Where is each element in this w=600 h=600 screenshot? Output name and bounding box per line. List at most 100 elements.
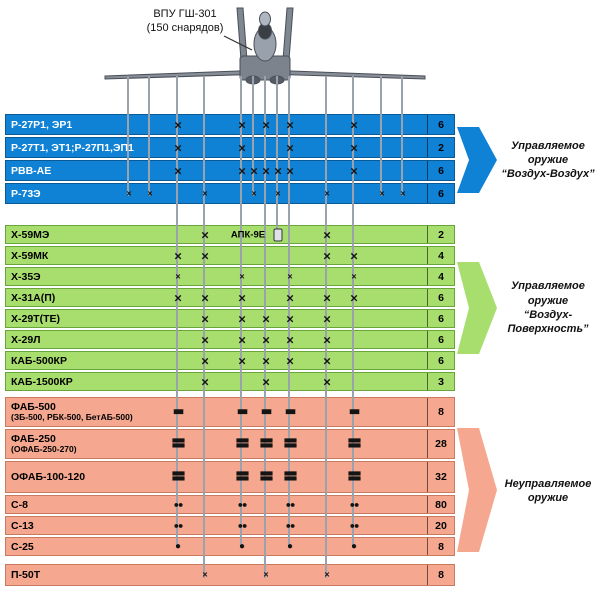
station-mark-icon: × — [286, 332, 294, 347]
station-mark-icon: × — [323, 332, 331, 347]
gun-pointer-line — [223, 35, 253, 51]
hardpoint-line — [176, 76, 178, 548]
hardpoint-line — [380, 76, 382, 196]
station-mark-icon: ●● — [237, 520, 248, 530]
station-mark-icon: × — [323, 227, 331, 242]
weapon-name: Х-59МЭ — [11, 228, 50, 241]
weapon-name: Х-29Т(ТЕ) — [11, 312, 61, 325]
station-mark-icon: ●● — [173, 499, 184, 509]
weapon-name: С-13 — [11, 519, 34, 532]
station-mark-icon: × — [238, 311, 246, 326]
max-quantity: 4 — [427, 247, 454, 264]
max-quantity: 6 — [427, 161, 454, 180]
station-mark-icon: × — [262, 163, 270, 178]
station-mark-icon: × — [201, 311, 209, 326]
gun-annotation-line2: (150 снарядов) — [146, 21, 224, 34]
station-mark-icon: × — [174, 163, 182, 178]
weapon-row: ФАБ-250(ОФАБ-250-270)28◼◼◼ ◼◼◼◼◼◼ ◼◼◼◼◼◼… — [5, 429, 455, 459]
station-mark-icon: ◼◼◼ ◼◼◼ — [348, 438, 361, 449]
station-mark-icon: × — [175, 271, 181, 281]
station-mark-icon: × — [286, 353, 294, 368]
station-mark-icon: × — [251, 188, 257, 198]
station-mark-icon: ◼◼◼ ◼◼◼ — [348, 471, 361, 482]
weapon-row: Х-29Т(ТЕ)6××××× — [5, 309, 455, 328]
station-mark-icon: × — [202, 188, 208, 198]
max-quantity: 6 — [427, 184, 454, 203]
hardpoint-line — [276, 76, 278, 236]
max-quantity: 6 — [427, 310, 454, 327]
station-mark-icon: ◼◼ — [173, 408, 184, 416]
air-to-surface-label: Управляемое оружие “Воздух- Поверхность” — [507, 280, 589, 336]
hardpoint-line — [148, 76, 150, 196]
datalink-pod-icon — [273, 228, 283, 241]
station-mark-icon: ◼◼◼ ◼◼◼ — [236, 438, 249, 449]
station-mark-icon: × — [286, 290, 294, 305]
station-mark-icon: × — [174, 290, 182, 305]
station-mark-icon: × — [202, 569, 208, 580]
station-mark-icon: × — [351, 271, 357, 281]
station-mark-icon: × — [238, 353, 246, 368]
weapon-name: Х-35Э — [11, 270, 41, 283]
station-mark-icon: × — [262, 353, 270, 368]
station-mark-icon: × — [350, 117, 358, 132]
station-mark-icon: × — [262, 117, 270, 132]
station-mark-icon: × — [324, 188, 330, 198]
station-mark-icon: × — [262, 311, 270, 326]
hardpoint-line — [401, 76, 403, 196]
station-mark-icon: × — [324, 569, 330, 580]
weapon-row: ФАБ-500(ЗБ-500, РБК-500, БетАБ-500)8◼◼◼◼… — [5, 397, 455, 427]
max-quantity: 20 — [427, 517, 454, 534]
max-quantity: 3 — [427, 373, 454, 390]
aircraft-front-view — [104, 7, 426, 85]
gun-annotation-line1: ВПУ ГШ-301 — [153, 8, 217, 20]
weapon-name: С-8 — [11, 498, 28, 511]
weapon-row: Х-31А(П)6×××××× — [5, 288, 455, 307]
hardpoint-line — [325, 76, 327, 578]
weapon-name: Р-73Э — [11, 187, 41, 200]
station-mark-icon: × — [286, 163, 294, 178]
hardpoint-line — [252, 76, 254, 196]
station-mark-icon: ●● — [237, 499, 248, 509]
station-mark-icon: × — [286, 140, 294, 155]
station-mark-icon: × — [238, 140, 246, 155]
hardpoint-line — [352, 76, 354, 548]
station-mark-icon: ◼◼◼ ◼◼◼ — [284, 438, 297, 449]
station-mark-icon: × — [286, 311, 294, 326]
station-mark-icon: × — [238, 163, 246, 178]
station-mark-icon: × — [174, 140, 182, 155]
max-quantity: 8 — [427, 538, 454, 555]
station-mark-icon: × — [350, 290, 358, 305]
station-mark-icon: × — [201, 227, 209, 242]
station-mark-icon: × — [350, 140, 358, 155]
station-mark-icon: × — [400, 188, 406, 198]
unguided-arrow — [457, 428, 497, 552]
station-mark-icon: × — [201, 248, 209, 263]
station-mark-icon: × — [287, 271, 293, 281]
station-mark-icon: ◼◼◼ ◼◼◼ — [172, 438, 185, 449]
weapon-name: Х-29Л — [11, 333, 41, 346]
station-mark-icon: × — [323, 248, 331, 263]
weapon-name: КАБ-1500КР — [11, 375, 73, 388]
station-mark-icon: × — [238, 290, 246, 305]
station-mark-icon: ◼◼ — [261, 408, 272, 416]
station-mark-icon: × — [201, 374, 209, 389]
station-mark-icon: × — [350, 163, 358, 178]
weapon-name: РВВ-АЕ — [11, 164, 52, 177]
station-mark-icon: ◼◼◼ ◼◼◼ — [172, 471, 185, 482]
max-quantity: 32 — [427, 462, 454, 492]
max-quantity: 80 — [427, 496, 454, 513]
weapon-name: С-25 — [11, 540, 34, 553]
station-mark-icon: × — [323, 374, 331, 389]
station-mark-icon: ●● — [349, 499, 360, 509]
max-quantity: 6 — [427, 331, 454, 348]
